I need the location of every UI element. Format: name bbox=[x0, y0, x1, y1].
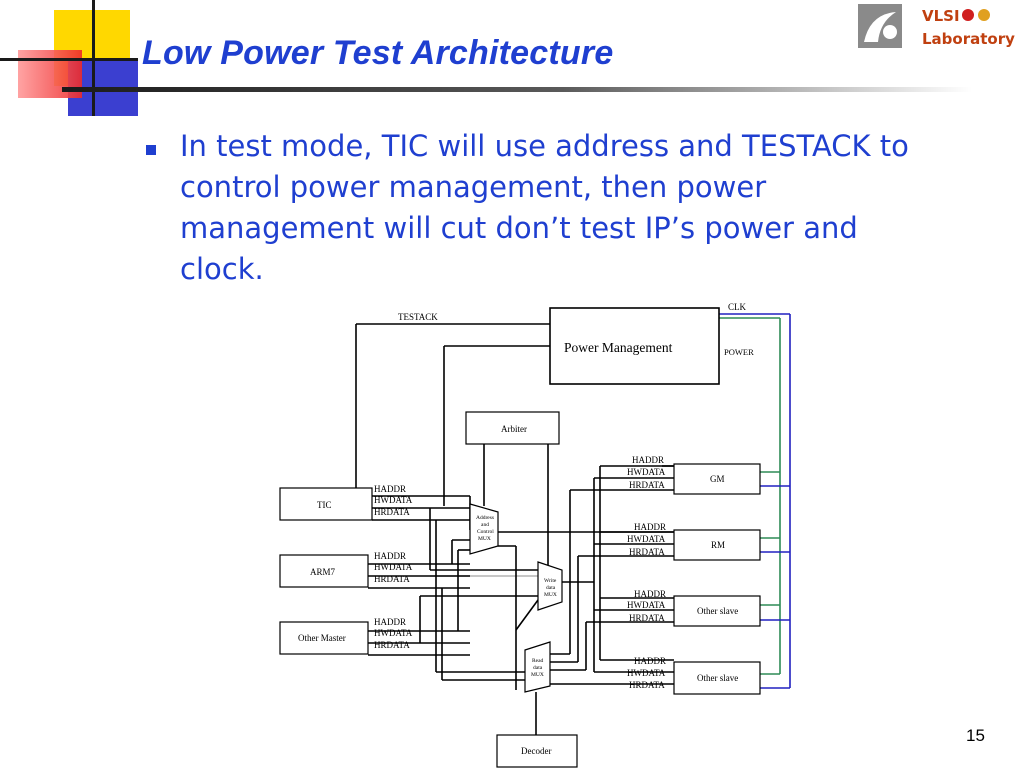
arbiter-label: Arbiter bbox=[501, 424, 527, 434]
testack-label: TESTACK bbox=[398, 312, 438, 322]
slave1-hwdata-label: HWDATA bbox=[627, 600, 666, 610]
address-control-mux bbox=[469, 503, 499, 555]
rm-label: RM bbox=[711, 540, 725, 550]
other-slave-block-1 bbox=[673, 595, 761, 627]
slave1-hrdata-label: HRDATA bbox=[629, 613, 665, 623]
tic-block bbox=[279, 487, 373, 521]
other-slave-label-1: Other slave bbox=[697, 606, 738, 616]
read-data-mux-label: Read data MUX bbox=[531, 658, 545, 678]
logo-text-laboratory: Laboratory bbox=[922, 30, 1015, 48]
tic-hrdata-label: HRDATA bbox=[374, 507, 410, 517]
other-master-haddr-label: HADDR bbox=[374, 617, 406, 627]
slave1-haddr-label: HADDR bbox=[634, 589, 666, 599]
gm-label: GM bbox=[710, 474, 725, 484]
arm7-haddr-label: HADDR bbox=[374, 551, 406, 561]
other-master-hrdata-label: HRDATA bbox=[374, 640, 410, 650]
rm-hwdata-label: HWDATA bbox=[627, 534, 666, 544]
bullet-icon bbox=[146, 145, 156, 155]
gm-hwdata-label: HWDATA bbox=[627, 467, 666, 477]
rm-haddr-label: HADDR bbox=[634, 522, 666, 532]
slave2-hwdata-label: HWDATA bbox=[627, 668, 666, 678]
rm-hrdata-label: HRDATA bbox=[629, 547, 665, 557]
logo-bug-icon bbox=[962, 9, 974, 21]
page-number: 15 bbox=[966, 726, 985, 745]
write-data-mux-label: Write data MUX bbox=[544, 578, 558, 598]
decoder-label: Decoder bbox=[521, 746, 551, 756]
arm7-label: ARM7 bbox=[310, 567, 336, 577]
write-data-mux bbox=[537, 561, 563, 611]
address-control-mux-label: Address and Control MUX bbox=[476, 515, 495, 542]
clk-label: CLK bbox=[728, 302, 747, 312]
architecture-diagram: Power Management Arbiter TIC ARM7 Other … bbox=[279, 302, 791, 768]
arm7-hrdata-label: HRDATA bbox=[374, 574, 410, 584]
slave2-haddr-label: HADDR bbox=[634, 656, 666, 666]
power-management-label: Power Management bbox=[564, 340, 673, 355]
arbiter-block bbox=[465, 411, 560, 445]
power-label: POWER bbox=[724, 347, 754, 357]
logo-text-vlsi: VLSI bbox=[922, 7, 960, 25]
slide-title: Low Power Test Architecture bbox=[142, 34, 614, 72]
title-divider bbox=[62, 87, 972, 92]
logo-circle-icon bbox=[883, 25, 897, 39]
read-data-mux bbox=[524, 641, 551, 693]
other-master-hwdata-label: HWDATA bbox=[374, 628, 413, 638]
bullet-text: In test mode, TIC will use address and T… bbox=[180, 129, 909, 286]
logo-bug-icon-2 bbox=[978, 9, 990, 21]
arm7-block bbox=[279, 554, 369, 588]
tic-hwdata-label: HWDATA bbox=[374, 495, 413, 505]
gm-block bbox=[673, 463, 761, 495]
gm-haddr-label: HADDR bbox=[632, 455, 664, 465]
logo-swoosh-icon bbox=[864, 12, 896, 42]
slave2-hrdata-label: HRDATA bbox=[629, 680, 665, 690]
other-slave-block-2 bbox=[673, 661, 761, 695]
other-slave-label-2: Other slave bbox=[697, 673, 738, 683]
rm-block bbox=[673, 529, 761, 561]
decoder-block bbox=[496, 734, 578, 768]
tic-haddr-label: HADDR bbox=[374, 484, 406, 494]
tic-label: TIC bbox=[317, 500, 332, 510]
power-management-block bbox=[549, 307, 720, 385]
arm7-hwdata-label: HWDATA bbox=[374, 562, 413, 572]
decor-horizontal-line bbox=[0, 58, 138, 61]
vlsi-lab-logo: VLSI Laboratory bbox=[858, 4, 1015, 48]
other-master-block bbox=[279, 621, 369, 655]
gm-hrdata-label: HRDATA bbox=[629, 480, 665, 490]
other-master-label: Other Master bbox=[298, 633, 346, 643]
